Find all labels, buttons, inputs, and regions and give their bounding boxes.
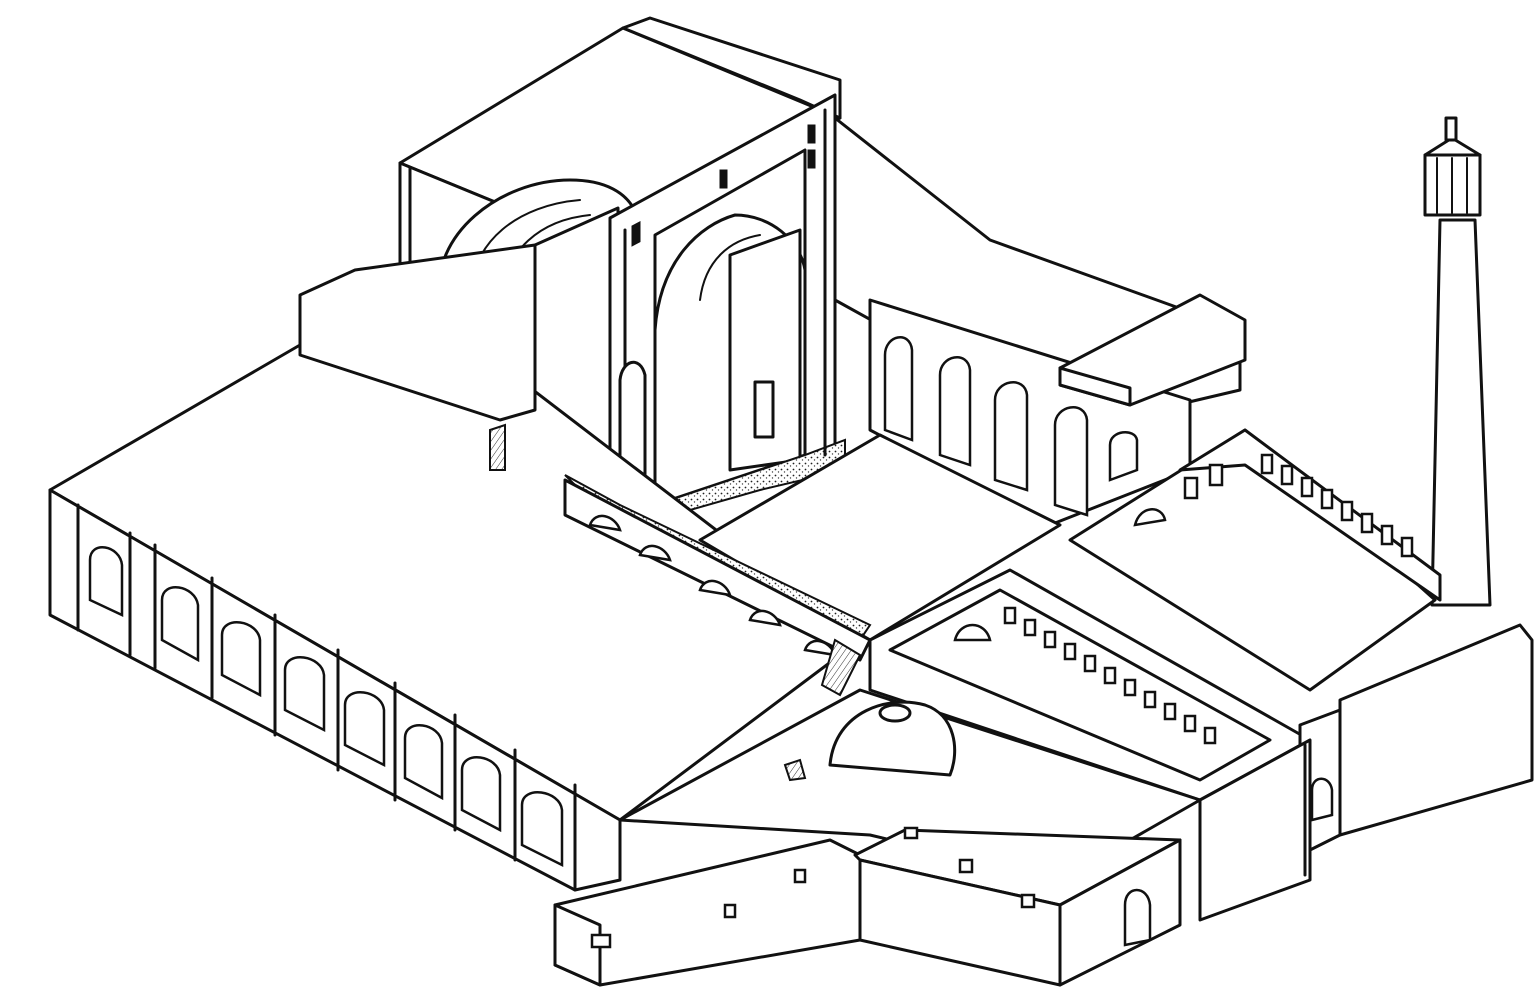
south-entrance-block bbox=[618, 688, 1202, 882]
minaret bbox=[1423, 116, 1492, 607]
northeast-niches bbox=[1183, 453, 1414, 558]
south-front-wings bbox=[553, 826, 1182, 987]
southeast-niches bbox=[1003, 606, 1217, 745]
northeast-inner-courtyard bbox=[1068, 428, 1442, 692]
west-prayer-hall bbox=[48, 243, 862, 892]
east-outer-wall bbox=[1198, 623, 1534, 922]
central-courtyard bbox=[563, 433, 1062, 697]
northeast-arcade-arches bbox=[883, 336, 1139, 517]
main-iwan-portal bbox=[533, 93, 846, 609]
west-hall-arcade bbox=[76, 503, 577, 892]
